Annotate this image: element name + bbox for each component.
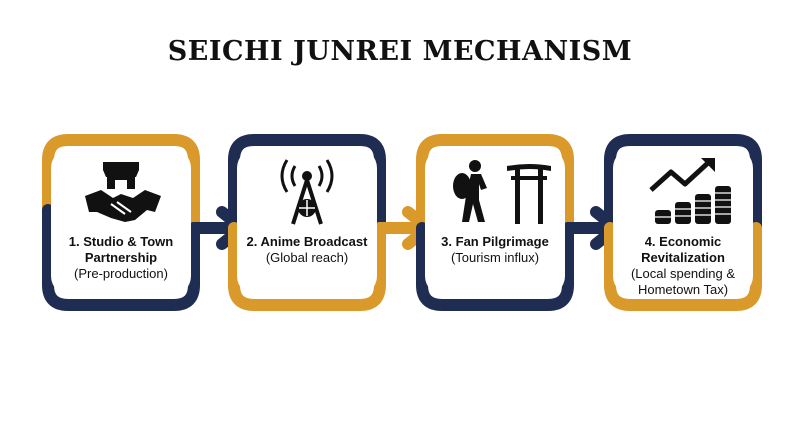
step-subtitle-4: (Local spending & Hometown Tax): [630, 266, 736, 297]
step-label-4: 4. Economic Revitalization (Local spendi…: [613, 234, 753, 298]
frame-1-bottom: [42, 204, 200, 311]
growth-coins-icon: [649, 158, 731, 224]
broadcast-tower-icon: [280, 159, 334, 225]
step-title-3: 3. Fan Pilgrimage: [441, 234, 549, 249]
frame-2-bottom: [228, 222, 386, 311]
step-subtitle-2: (Global reach): [265, 250, 349, 265]
pilgrim-torii-icon: [453, 160, 551, 224]
step-label-2: 2. Anime Broadcast (Global reach): [237, 234, 377, 266]
frame-4-bottom: [604, 222, 762, 311]
step-label-1: 1. Studio & Town Partnership (Pre-produc…: [51, 234, 191, 282]
frame-3-top: [416, 134, 574, 234]
step-title-1: 1. Studio & Town Partnership: [68, 234, 174, 265]
step-title-4: 4. Economic Revitalization: [641, 234, 725, 265]
page-title: SEICHI JUNREI MECHANISM: [167, 36, 633, 67]
step-card-2: 2. Anime Broadcast (Global reach): [237, 148, 377, 296]
step-label-3: 3. Fan Pilgrimage (Tourism influx): [425, 234, 565, 266]
step-title-2: 2. Anime Broadcast: [246, 234, 368, 249]
step-card-1: 1. Studio & Town Partnership (Pre-produc…: [51, 148, 191, 296]
frame-3-bottom: [416, 222, 574, 311]
frame-4-top: [604, 134, 762, 234]
frame-2-top: [228, 134, 386, 234]
step-subtitle-1: (Pre-production): [74, 266, 168, 281]
frame-1-top: [42, 134, 200, 234]
step-subtitle-3: (Tourism influx): [450, 250, 540, 265]
handshake-shop-icon: [85, 162, 161, 222]
step-card-4: 4. Economic Revitalization (Local spendi…: [613, 148, 753, 298]
step-card-3: 3. Fan Pilgrimage (Tourism influx): [425, 148, 565, 296]
